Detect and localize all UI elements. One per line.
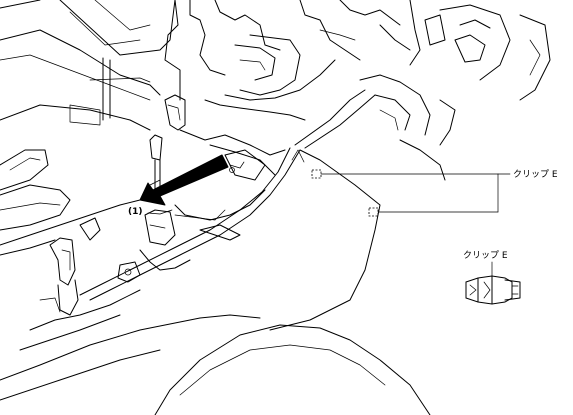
clip-e-location-upper [311,169,322,179]
shifter-assembly [117,94,286,283]
clip-e-detail-label: クリップ E [463,251,508,261]
clip-location-markers [311,169,379,217]
dashboard-outline [0,0,176,231]
left-bracket [0,199,141,351]
clip-e-leader-lines [320,173,511,213]
callout-1-label: (1) [128,207,143,217]
clip-e-location-lower [368,207,379,217]
clip-e-detail-drawing [465,261,521,305]
seat-outline [0,314,431,415]
clip-e-label: クリップ E [513,170,558,180]
removal-arrow [139,154,229,206]
console-side-panel [79,89,381,331]
callout-1-pointer [147,209,173,215]
upper-panel-structure [164,0,411,121]
right-upper-structure [359,0,551,181]
